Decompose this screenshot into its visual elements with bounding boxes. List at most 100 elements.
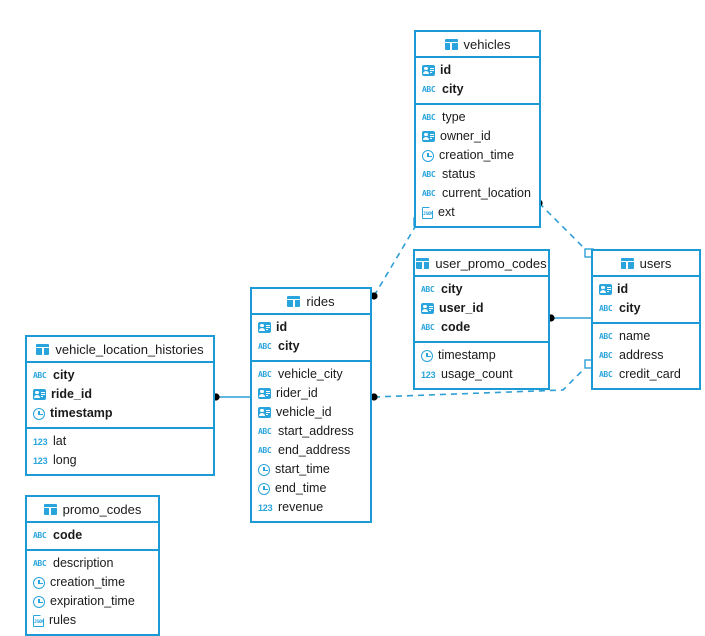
column-name: type (442, 110, 466, 125)
uuid-icon (258, 388, 271, 399)
table-header-user_promo_codes[interactable]: user_promo_codes (415, 251, 548, 277)
column-row[interactable]: 123 usage_count (415, 365, 548, 384)
column-name: status (442, 167, 476, 182)
table-header-vehicles[interactable]: vehicles (416, 32, 539, 58)
column-name: city (278, 339, 300, 354)
abc-icon: ABC (599, 370, 613, 379)
column-name: timestamp (50, 406, 113, 421)
column-name: long (53, 453, 77, 468)
column-row[interactable]: id (252, 318, 370, 337)
column-name: lat (53, 434, 67, 449)
column-row[interactable]: ABC city (252, 337, 370, 356)
column-row[interactable]: ABC end_address (252, 441, 370, 460)
clock-icon (33, 407, 45, 420)
column-row[interactable]: id (416, 61, 539, 80)
column-row[interactable]: timestamp (415, 346, 548, 365)
column-row[interactable]: start_time (252, 460, 370, 479)
relationship-upc-to-users (547, 314, 591, 322)
column-row[interactable]: rider_id (252, 384, 370, 403)
table-icon (416, 257, 430, 269)
table-name: user_promo_codes (435, 255, 547, 271)
column-row[interactable]: ABC address (593, 346, 699, 365)
uuid-icon (599, 284, 612, 295)
table-header-users[interactable]: users (593, 251, 699, 277)
clock-icon (33, 595, 45, 608)
abc-icon: ABC (421, 323, 435, 332)
column-name: city (442, 82, 464, 97)
column-name: name (619, 329, 651, 344)
column-row[interactable]: creation_time (416, 146, 539, 165)
uuid-icon (258, 407, 271, 418)
clock-icon (33, 576, 45, 589)
column-name: timestamp (438, 348, 496, 363)
table-header-rides[interactable]: rides (252, 289, 370, 315)
column-row[interactable]: creation_time (27, 573, 158, 592)
number-icon: 123 (421, 370, 436, 380)
column-name: end_address (278, 443, 351, 458)
column-name: owner_id (440, 129, 491, 144)
json-icon: JSON (33, 614, 44, 627)
abc-icon: ABC (258, 342, 272, 351)
abc-icon: ABC (33, 371, 47, 380)
column-row[interactable]: expiration_time (27, 592, 158, 611)
column-row[interactable]: owner_id (416, 127, 539, 146)
relationship-vlh-to-rides (212, 393, 250, 401)
table-header-vehicle_location_histories[interactable]: vehicle_location_histories (27, 337, 213, 363)
column-row[interactable]: ride_id (27, 385, 213, 404)
uuid-icon (422, 65, 435, 76)
table-header-promo_codes[interactable]: promo_codes (27, 497, 158, 523)
column-name: revenue (278, 500, 324, 515)
abc-icon: ABC (599, 351, 613, 360)
abc-icon: ABC (599, 304, 613, 313)
abc-icon: ABC (422, 189, 436, 198)
column-row[interactable]: user_id (415, 299, 548, 318)
column-row[interactable]: id (593, 280, 699, 299)
column-name: code (441, 320, 471, 335)
uuid-icon (258, 322, 271, 333)
column-row[interactable]: timestamp (27, 404, 213, 423)
abc-icon: ABC (33, 531, 47, 540)
column-row[interactable]: vehicle_id (252, 403, 370, 422)
table-icon (43, 503, 57, 515)
column-row[interactable]: ABC code (415, 318, 548, 337)
abc-icon: ABC (33, 559, 47, 568)
abc-icon: ABC (258, 446, 272, 455)
column-row[interactable]: 123 revenue (252, 498, 370, 517)
table-name: vehicle_location_histories (55, 341, 204, 357)
column-name: address (619, 348, 664, 363)
column-name: ext (438, 205, 455, 220)
uuid-icon (422, 131, 435, 142)
column-row[interactable]: end_time (252, 479, 370, 498)
column-name: usage_count (441, 367, 513, 382)
abc-icon: ABC (258, 427, 272, 436)
number-icon: 123 (258, 503, 273, 513)
